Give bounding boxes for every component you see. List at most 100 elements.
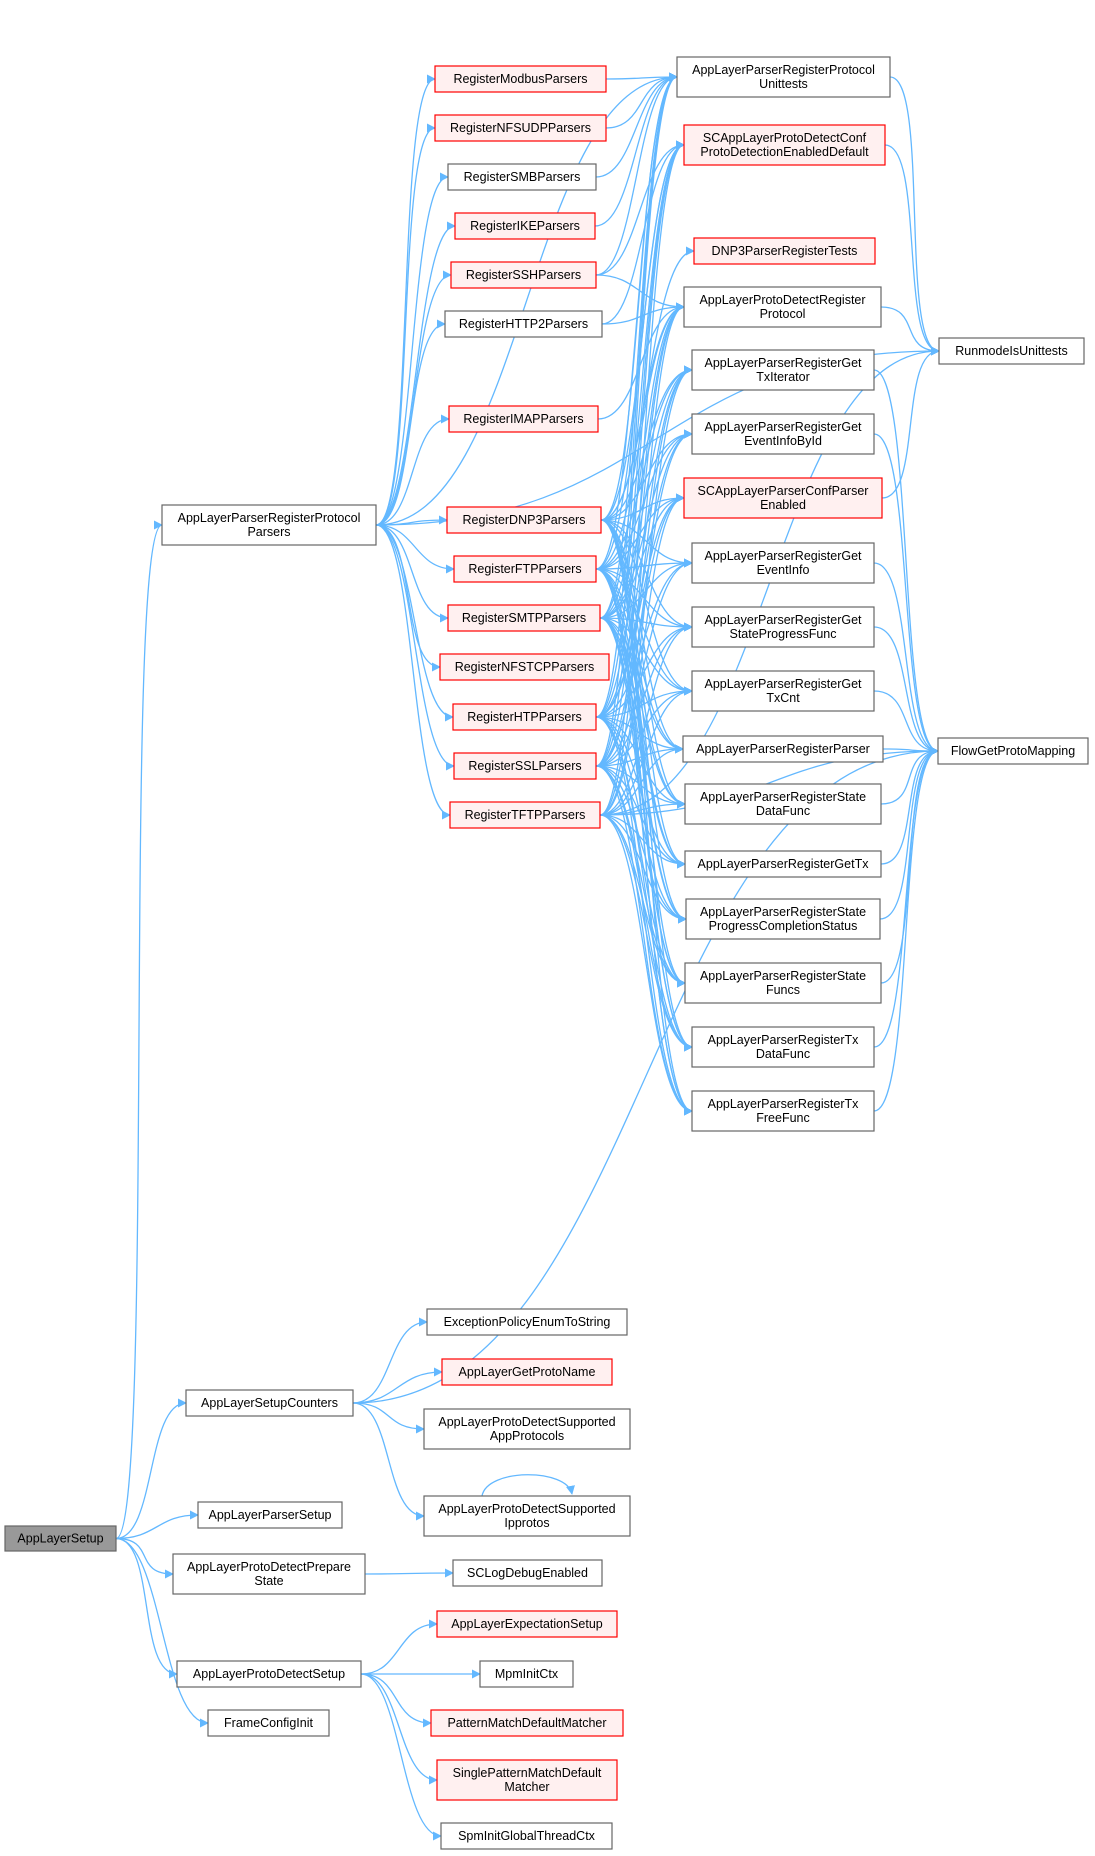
node-app-layer-proto-detect-setup[interactable]: AppLayerProtoDetectSetup xyxy=(176,1660,362,1688)
node-ap-register-get-state-progress-func[interactable]: AppLayerParserRegisterGetStateProgressFu… xyxy=(691,606,875,648)
node-label: AppLayerSetupCounters xyxy=(201,1396,338,1410)
node-label: SpmInitGlobalThreadCtx xyxy=(458,1829,596,1843)
node-register-tftp-parsers[interactable]: RegisterTFTPParsers xyxy=(449,801,601,829)
node-label: RegisterIKEParsers xyxy=(470,219,580,233)
edge-ap-register-get-event-info-to-flow-get-proto-mapping xyxy=(873,562,939,756)
node-label: SinglePatternMatchDefault xyxy=(453,1766,602,1780)
node-label: RegisterSMTPParsers xyxy=(462,611,586,625)
node-label: RunmodeIsUnittests xyxy=(955,344,1068,358)
edge-register-ftp-parsers-to-ap-register-get-tx-iterator xyxy=(595,365,693,570)
edge-ap-register-protocol-parsers-to-ap-register-protocol-unittests xyxy=(375,72,678,526)
node-spm-init-global-thread-ctx[interactable]: SpmInitGlobalThreadCtx xyxy=(440,1822,613,1850)
node-app-layer-setup[interactable]: AppLayerSetup xyxy=(4,1525,117,1552)
edge-register-ssl-parsers-to-sc-proto-detection-enabled-default xyxy=(595,140,685,767)
node-label: AppLayerParserRegisterTx xyxy=(708,1097,860,1111)
node-register-http2-parsers[interactable]: RegisterHTTP2Parsers xyxy=(444,310,603,338)
edge-register-htp-parsers-to-ap-register-get-state-progress-func xyxy=(595,622,693,718)
node-ap-register-state-progress-completion-status[interactable]: AppLayerParserRegisterStateProgressCompl… xyxy=(685,898,881,940)
node-app-layer-expectation-setup[interactable]: AppLayerExpectationSetup xyxy=(436,1610,618,1638)
node-label: RegisterIMAPParsers xyxy=(463,412,583,426)
edge-register-tftp-parsers-to-apd-register-protocol xyxy=(599,302,685,816)
node-box xyxy=(426,1308,628,1336)
node-ap-register-get-tx[interactable]: AppLayerParserRegisterGetTx xyxy=(684,850,882,878)
edge-ap-register-tx-free-func-to-flow-get-proto-mapping xyxy=(873,746,939,1112)
edge-ap-register-protocol-parsers-to-register-ssh-parsers xyxy=(375,270,452,526)
node-pattern-match-default-matcher[interactable]: PatternMatchDefaultMatcher xyxy=(430,1709,624,1737)
node-label: AppLayerProtoDetectPrepare xyxy=(187,1560,351,1574)
node-register-ssh-parsers[interactable]: RegisterSSHParsers xyxy=(450,261,597,289)
node-box xyxy=(683,124,886,166)
node-register-imap-parsers[interactable]: RegisterIMAPParsers xyxy=(448,405,599,433)
node-register-dnp3-parsers[interactable]: RegisterDNP3Parsers xyxy=(446,506,602,534)
node-box xyxy=(185,1389,354,1417)
node-label: RegisterDNP3Parsers xyxy=(463,513,586,527)
node-sc-proto-detection-enabled-default[interactable]: SCAppLayerProtoDetectConfProtoDetectionE… xyxy=(683,124,886,166)
node-label: RegisterSSHParsers xyxy=(466,268,581,282)
node-box xyxy=(436,1759,618,1801)
node-app-layer-get-proto-name[interactable]: AppLayerGetProtoName xyxy=(441,1358,613,1386)
edge-register-smtp-parsers-to-ap-register-get-tx-iterator xyxy=(599,365,693,619)
node-label: FreeFunc xyxy=(756,1111,810,1125)
node-ap-register-parser[interactable]: AppLayerParserRegisterParser xyxy=(682,735,884,763)
node-register-smtp-parsers[interactable]: RegisterSMTPParsers xyxy=(447,604,601,632)
node-dnp3-parser-register-tests[interactable]: DNP3ParserRegisterTests xyxy=(693,237,876,265)
edge-register-tftp-parsers-to-sc-conf-parser-enabled xyxy=(599,493,685,816)
node-box xyxy=(436,1610,618,1638)
node-register-htp-parsers[interactable]: RegisterHTPParsers xyxy=(452,703,597,731)
node-mpm-init-ctx[interactable]: MpmInitCtx xyxy=(479,1660,574,1688)
node-label: RegisterHTTP2Parsers xyxy=(459,317,588,331)
node-label: Ipprotos xyxy=(504,1516,549,1530)
node-label: RegisterTFTPParsers xyxy=(465,808,586,822)
node-label: AppLayerParserSetup xyxy=(209,1508,332,1522)
node-box xyxy=(452,1559,603,1587)
node-app-layer-parser-setup[interactable]: AppLayerParserSetup xyxy=(197,1501,343,1529)
node-box xyxy=(684,962,882,1004)
node-box xyxy=(176,1660,362,1688)
node-label: RegisterNFSTCPParsers xyxy=(455,660,595,674)
node-register-ftp-parsers[interactable]: RegisterFTPParsers xyxy=(453,555,597,583)
node-exception-policy-enum-to-string[interactable]: ExceptionPolicyEnumToString xyxy=(426,1308,628,1336)
node-register-modbus-parsers[interactable]: RegisterModbusParsers xyxy=(434,65,607,93)
node-register-ike-parsers[interactable]: RegisterIKEParsers xyxy=(454,212,596,240)
node-sc-log-debug-enabled[interactable]: SCLogDebugEnabled xyxy=(452,1559,603,1587)
node-label: AppLayerParserRegisterGet xyxy=(704,356,862,370)
node-app-layer-setup-counters[interactable]: AppLayerSetupCounters xyxy=(185,1389,354,1417)
node-box xyxy=(454,212,596,240)
node-frame-config-init[interactable]: FrameConfigInit xyxy=(207,1709,330,1737)
node-label: StateProgressFunc xyxy=(730,627,837,641)
edge-register-tftp-parsers-to-ap-register-get-tx-cnt xyxy=(599,686,693,816)
node-register-nfstcp-parsers[interactable]: RegisterNFSTCPParsers xyxy=(439,653,610,681)
node-box xyxy=(447,604,601,632)
node-box xyxy=(450,261,597,289)
edge-register-dnp3-parsers-to-ap-register-get-tx-iterator xyxy=(600,365,693,521)
node-register-ssl-parsers[interactable]: RegisterSSLParsers xyxy=(453,752,597,780)
node-register-smb-parsers[interactable]: RegisterSMBParsers xyxy=(447,163,597,191)
node-label: AppLayerParserRegisterGetTx xyxy=(698,857,870,871)
edge-ap-register-protocol-parsers-to-register-ftp-parsers xyxy=(375,524,455,574)
node-box xyxy=(683,286,882,328)
node-box xyxy=(676,56,891,98)
node-flow-get-proto-mapping[interactable]: FlowGetProtoMapping xyxy=(937,737,1089,765)
node-box xyxy=(691,1026,875,1068)
node-label: Matcher xyxy=(504,1780,549,1794)
node-runmode-is-unittests[interactable]: RunmodeIsUnittests xyxy=(938,337,1085,365)
edge-app-layer-setup-counters-to-apd-supported-ipprotos xyxy=(352,1402,425,1521)
node-box xyxy=(423,1408,631,1450)
node-register-nfsudp-parsers[interactable]: RegisterNFSUDPParsers xyxy=(434,114,607,142)
